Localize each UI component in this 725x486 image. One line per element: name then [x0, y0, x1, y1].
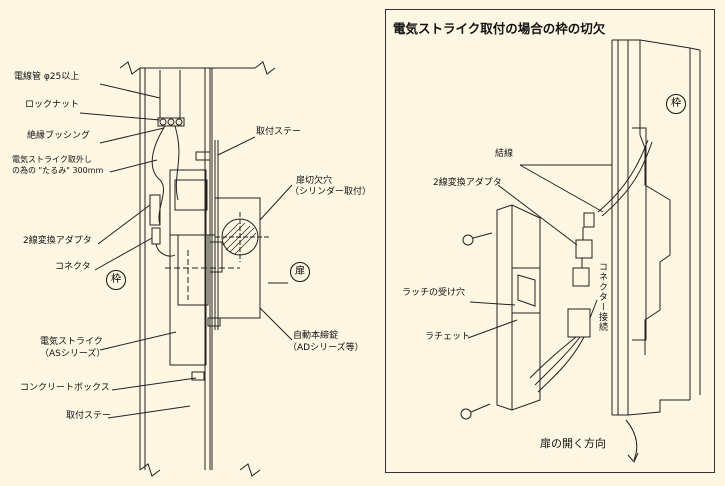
label-door-direction: 扉の開く方向 [540, 437, 606, 450]
label-strike-line1: 電気ストライク [40, 337, 103, 347]
label-stay-bottom: 取付ステー [66, 411, 112, 421]
label-bushing: 絶縁ブッシング [27, 131, 91, 141]
label-lock-line1: 自動本締錠 [293, 331, 339, 341]
label-adapter-left: 2線変換アダプタ [23, 236, 92, 246]
label-cutout-line1: 扉切欠穴 [296, 176, 333, 186]
label-conduit: 電線管 φ25以上 [14, 72, 80, 82]
label-slack-line2: の為の "たるみ" 300mm [12, 166, 104, 175]
label-locknut: ロックナット [25, 100, 80, 110]
right-panel-title: 電気ストライク取付の場合の枠の切欠 [393, 21, 606, 36]
right-panel-frame [385, 9, 715, 473]
label-strike-line2: （ASシリーズ） [40, 349, 106, 359]
label-wiring: 結線 [495, 149, 514, 159]
label-connector-left: コネクタ [55, 262, 91, 272]
frame-symbol-left: 枠 [106, 270, 126, 290]
label-latch-hole: ラッチの受け穴 [402, 288, 466, 298]
label-adapter-right: 2線変換アダプタ [433, 178, 502, 188]
label-slack-line1: 電気ストライク取外し [12, 155, 92, 164]
label-ratchet: ラチェット [425, 332, 471, 342]
label-lock-line2: （ADシリーズ等） [288, 343, 364, 353]
label-cutout-line2: （シリンダー取付） [290, 187, 372, 197]
label-connector-right: コネクター接続 [597, 262, 607, 332]
label-concrete-box: コンクリートボックス [20, 383, 110, 393]
frame-symbol-right: 枠 [666, 94, 686, 114]
label-stay-top: 取付ステー [256, 127, 302, 137]
door-symbol: 扉 [290, 262, 310, 282]
